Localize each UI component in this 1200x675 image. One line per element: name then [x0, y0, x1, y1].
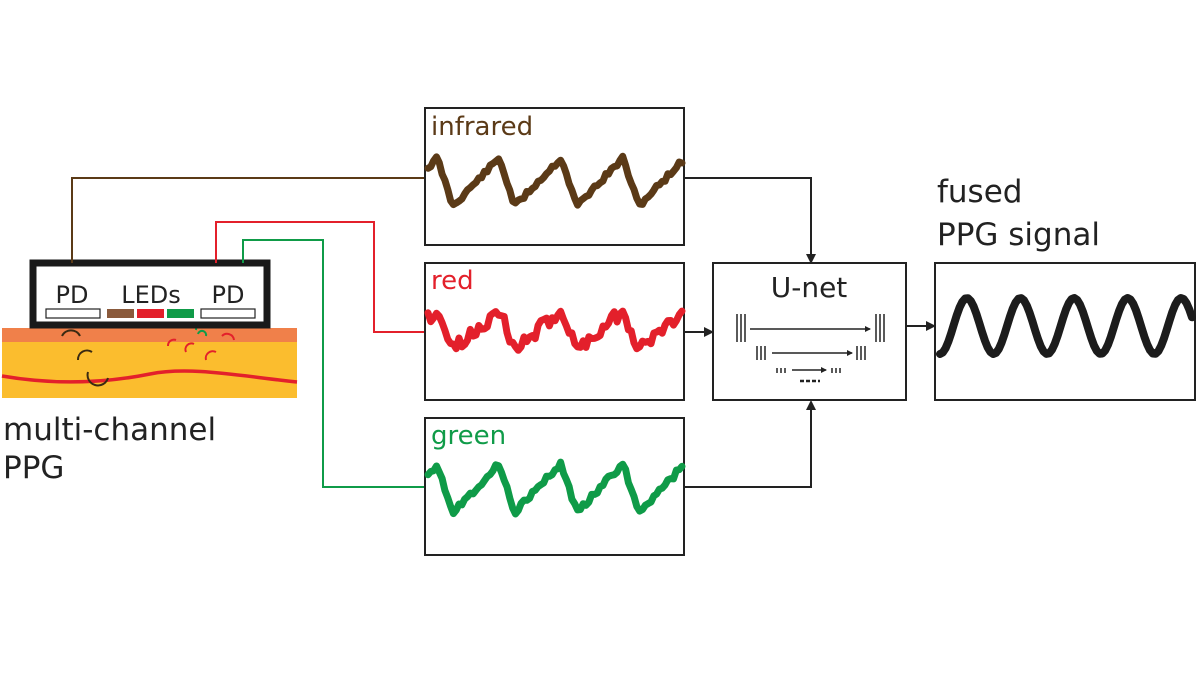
red-light-path: [184, 342, 195, 353]
led-icon: [137, 309, 164, 318]
output-title-line-1: fused: [937, 174, 1022, 210]
leds-label: LEDs: [121, 281, 181, 309]
tissue-illustration: [1, 323, 298, 398]
red-waveform: [424, 307, 686, 354]
pd-right-label: PD: [212, 281, 245, 309]
blood-vessel: [1, 369, 298, 384]
pd-left-label: PD: [56, 281, 89, 309]
unet-architecture-icon: [736, 314, 885, 383]
caption-line-2: PPG: [3, 450, 64, 486]
skin-layer: [2, 328, 297, 342]
photodiode-icon: [45, 308, 101, 319]
arrow-icon: [684, 177, 816, 264]
red-connector: [215, 221, 426, 333]
led-icon: [167, 309, 194, 318]
infrared-connector: [71, 177, 426, 263]
infrared-waveform: [424, 152, 686, 209]
green-light-path: [197, 329, 208, 337]
infrared-label: infrared: [431, 112, 533, 142]
red-label: red: [431, 266, 474, 296]
green-label: green: [431, 421, 506, 451]
green-connector: [242, 239, 426, 488]
red-light-path: [221, 332, 235, 341]
infrared-light-path: [77, 349, 93, 361]
fused-waveform: [936, 294, 1196, 358]
photodiode-icon: [200, 308, 256, 319]
caption-line-1: multi-channel: [3, 412, 216, 448]
unet-label: U-net: [771, 271, 848, 304]
fused-signal-panel: [934, 262, 1196, 401]
led-icon: [107, 309, 134, 318]
green-waveform: [424, 458, 686, 518]
infrared-light-path: [61, 329, 81, 337]
output-title-line-2: PPG signal: [937, 217, 1100, 253]
ppg-sensor: PD LEDs PD: [29, 259, 271, 329]
arrow-icon: [684, 400, 816, 488]
tissue-layer: [2, 342, 297, 398]
red-light-path: [204, 350, 217, 361]
green-panel: [424, 417, 685, 556]
red-light-path: [167, 338, 177, 347]
infrared-panel: [424, 107, 685, 246]
infrared-light-path: [86, 371, 109, 387]
